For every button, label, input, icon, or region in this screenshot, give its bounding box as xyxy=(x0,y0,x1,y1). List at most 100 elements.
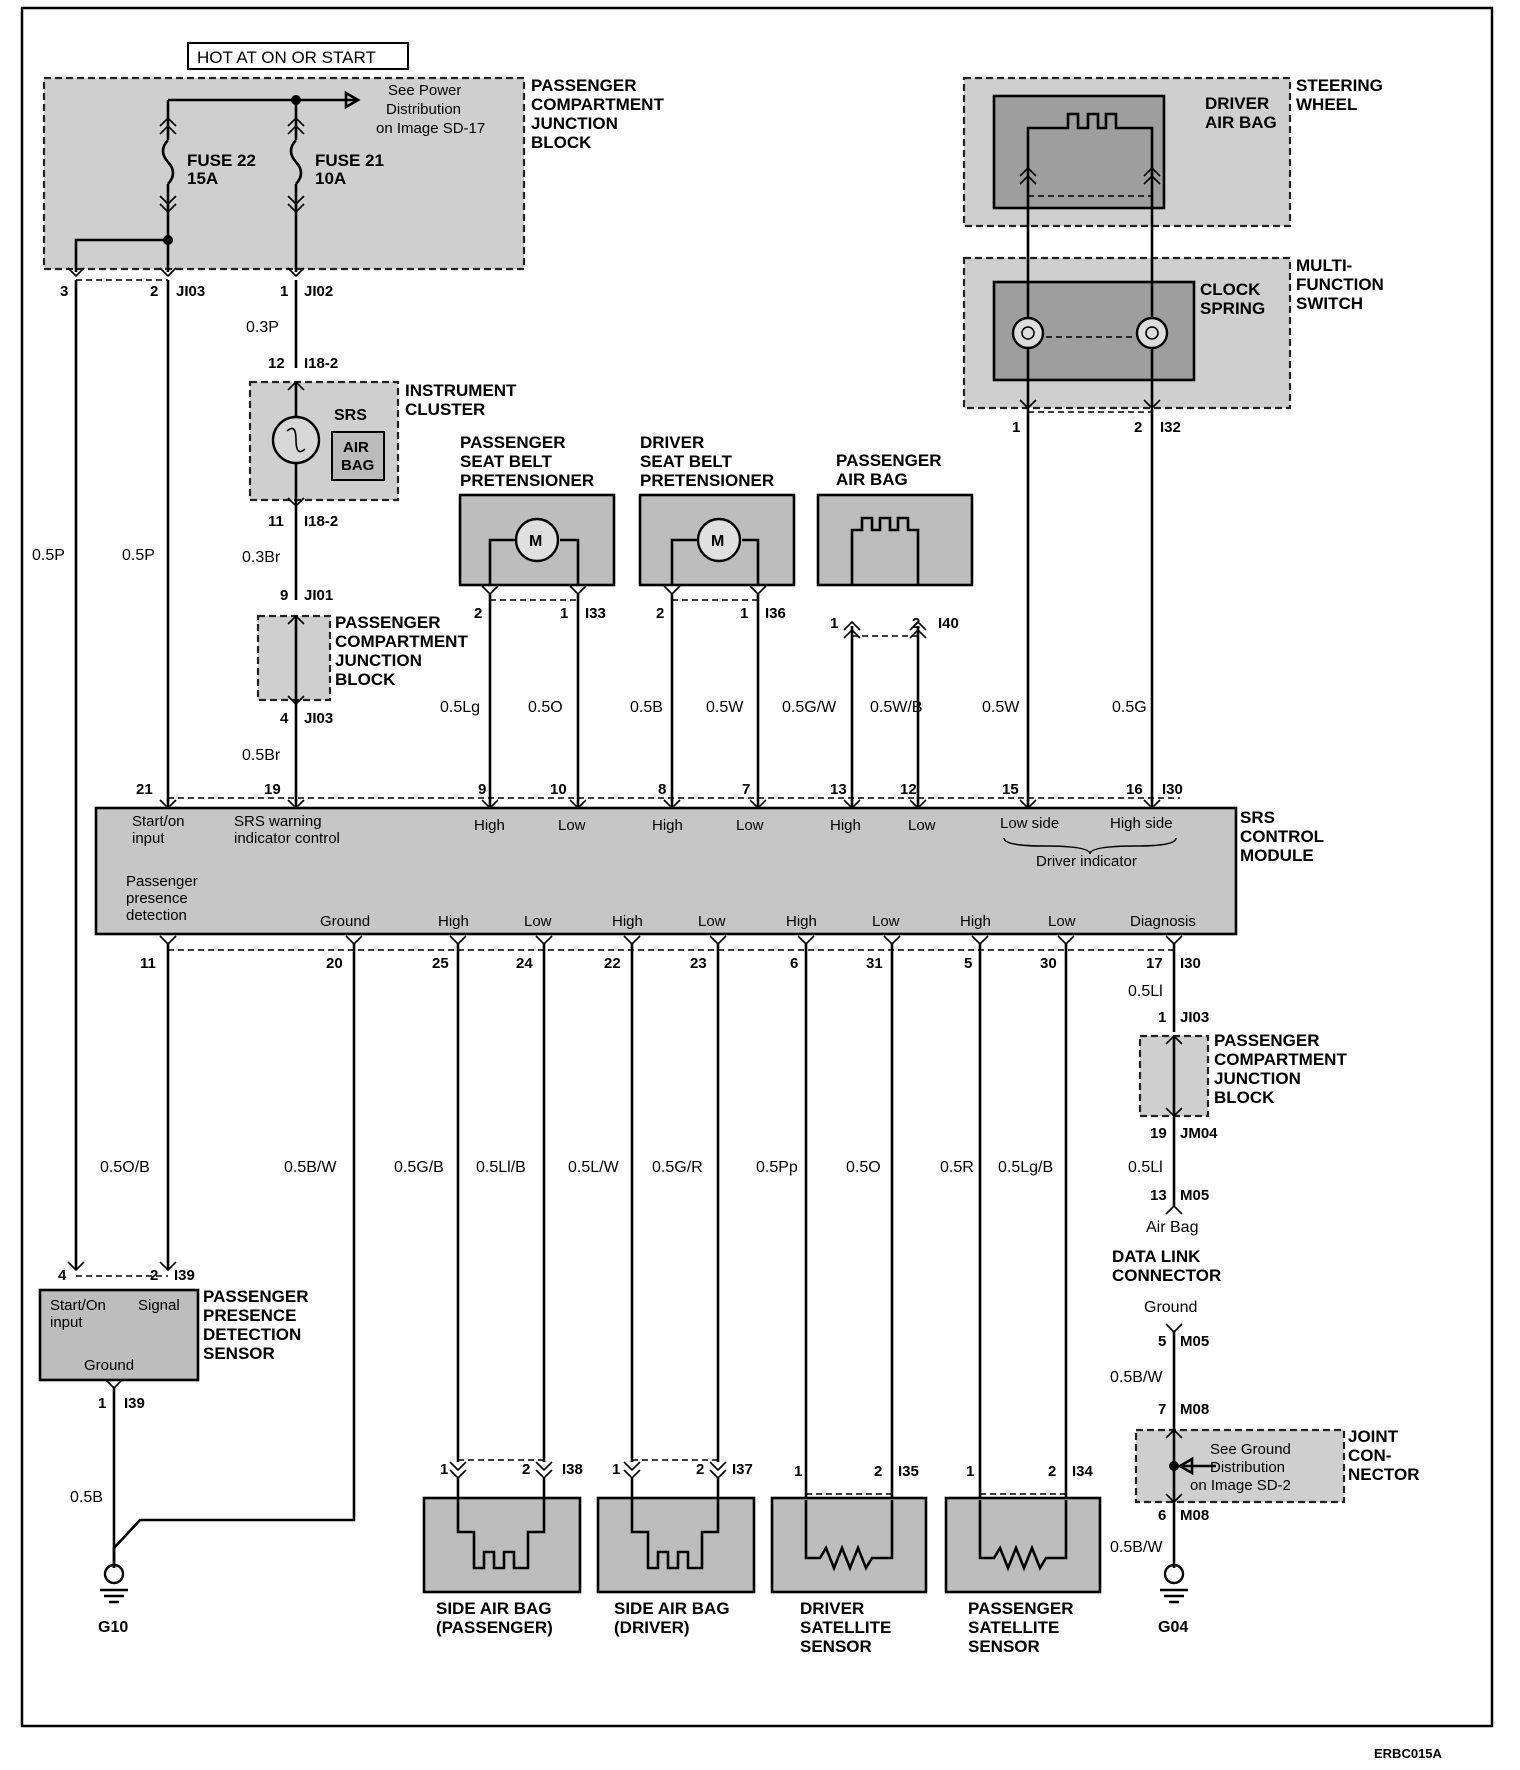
pcjb-mid-label: PASSENGER COMPARTMENT JUNCTION BLOCK xyxy=(335,613,468,689)
svg-text:7: 7 xyxy=(1158,1401,1166,1418)
svg-text:JI02: JI02 xyxy=(304,283,333,300)
cluster-label: INSTRUMENT CLUSTER xyxy=(405,381,517,419)
svg-text:See Power: See Power xyxy=(388,82,461,99)
svg-text:Ground: Ground xyxy=(1144,1299,1197,1316)
svg-text:SATELLITE: SATELLITE xyxy=(800,1618,891,1637)
svg-text:FUSE 21: FUSE 21 xyxy=(315,151,384,170)
svg-text:0.5G/B: 0.5G/B xyxy=(394,1159,444,1176)
svg-text:1: 1 xyxy=(966,1463,974,1480)
svg-text:1: 1 xyxy=(1012,419,1020,436)
svg-text:I18-2: I18-2 xyxy=(304,513,338,530)
svg-text:2: 2 xyxy=(874,1463,882,1480)
svg-text:Low side: Low side xyxy=(1000,815,1059,832)
clock-spring-icon xyxy=(1135,316,1169,350)
svg-text:DATA LINK: DATA LINK xyxy=(1112,1247,1201,1266)
svg-text:0.5Lg/B: 0.5Lg/B xyxy=(998,1159,1053,1176)
svg-text:I18-2: I18-2 xyxy=(304,355,338,372)
diagnosis-chain: 0.5Ll 1 JI03 PASSENGER COMPARTMENT JUNCT… xyxy=(1110,944,1419,1636)
pcjb-mid-block xyxy=(256,614,332,702)
svg-text:Diagnosis: Diagnosis xyxy=(1130,913,1196,930)
svg-text:CLOCK: CLOCK xyxy=(1200,280,1261,299)
page-border xyxy=(20,6,1494,1728)
svg-text:JM04: JM04 xyxy=(1180,1125,1218,1142)
svg-text:CONTROL: CONTROL xyxy=(1240,827,1324,846)
svg-text:SRS warning: SRS warning xyxy=(234,813,322,830)
svg-text:SIDE AIR BAG: SIDE AIR BAG xyxy=(614,1599,730,1618)
svg-text:20: 20 xyxy=(326,955,343,972)
resistor-icon xyxy=(804,1500,894,1572)
svg-text:Low: Low xyxy=(872,913,900,930)
svg-text:SEAT BELT: SEAT BELT xyxy=(460,452,553,471)
squib-icon xyxy=(630,1478,720,1570)
svg-text:NECTOR: NECTOR xyxy=(1348,1465,1419,1484)
fuse-22-symbol xyxy=(161,139,175,185)
svg-text:2: 2 xyxy=(696,1461,704,1478)
svg-text:6: 6 xyxy=(1158,1507,1166,1524)
svg-text:M05: M05 xyxy=(1180,1187,1209,1204)
pcjb-top-label: PASSENGER COMPARTMENT JUNCTION BLOCK xyxy=(531,76,664,152)
svg-text:23: 23 xyxy=(690,955,707,972)
svg-text:1: 1 xyxy=(280,283,288,300)
svg-text:SIDE AIR BAG: SIDE AIR BAG xyxy=(436,1599,552,1618)
svg-text:0.5O: 0.5O xyxy=(846,1159,881,1176)
svg-text:DRIVER: DRIVER xyxy=(1205,94,1269,113)
passenger-seat-belt-pretensioner: PASSENGER SEAT BELT PRETENSIONER M 2 1 I… xyxy=(440,433,616,808)
svg-text:High: High xyxy=(474,817,505,834)
svg-text:I35: I35 xyxy=(898,1463,919,1480)
svg-text:detection: detection xyxy=(126,907,187,924)
svg-text:16: 16 xyxy=(1126,781,1143,798)
svg-text:0.5O: 0.5O xyxy=(528,699,563,716)
svg-text:M08: M08 xyxy=(1180,1401,1209,1418)
driver-airbag-squib-icon xyxy=(1026,112,1154,170)
svg-text:2: 2 xyxy=(1134,419,1142,436)
svg-text:indicator control: indicator control xyxy=(234,830,340,847)
svg-text:2: 2 xyxy=(656,605,664,622)
svg-text:0.5G/R: 0.5G/R xyxy=(652,1159,703,1176)
svg-text:Low: Low xyxy=(524,913,552,930)
svg-text:PASSENGER: PASSENGER xyxy=(335,613,441,632)
svg-text:12: 12 xyxy=(900,781,917,798)
svg-text:PRETENSIONER: PRETENSIONER xyxy=(460,471,594,490)
svg-text:SENSOR: SENSOR xyxy=(800,1637,872,1656)
pcjb-mid-pins: 9 JI01 4 JI03 xyxy=(280,587,333,727)
svg-text:JUNCTION: JUNCTION xyxy=(531,114,618,133)
svg-text:COMPARTMENT: COMPARTMENT xyxy=(1214,1050,1347,1069)
pcjb-top-pins: 3 2 JI03 1 JI02 xyxy=(60,283,333,300)
svg-text:I30: I30 xyxy=(1162,781,1183,798)
svg-text:1: 1 xyxy=(560,605,568,622)
svg-text:9: 9 xyxy=(478,781,486,798)
svg-text:1: 1 xyxy=(1158,1009,1166,1026)
svg-text:I39: I39 xyxy=(124,1395,145,1412)
hot-label-box xyxy=(187,42,409,70)
svg-text:Start/on: Start/on xyxy=(132,813,185,830)
svg-text:input: input xyxy=(50,1314,83,1331)
hot-label: HOT AT ON OR START xyxy=(197,48,376,67)
svg-text:0.5W: 0.5W xyxy=(706,699,744,716)
svg-text:0.5L/W: 0.5L/W xyxy=(568,1159,620,1176)
svg-text:PASSENGER: PASSENGER xyxy=(203,1287,309,1306)
svg-text:I36: I36 xyxy=(765,605,786,622)
fuse-21-label: FUSE 21 10A xyxy=(315,151,384,188)
svg-text:0.5W/B: 0.5W/B xyxy=(870,699,922,716)
svg-text:SWITCH: SWITCH xyxy=(1296,294,1363,313)
svg-text:Distribution: Distribution xyxy=(1210,1459,1285,1476)
svg-text:PASSENGER: PASSENGER xyxy=(968,1599,1074,1618)
svg-text:FUSE 22: FUSE 22 xyxy=(187,151,256,170)
svg-text:CLUSTER: CLUSTER xyxy=(405,400,485,419)
svg-text:(PASSENGER): (PASSENGER) xyxy=(436,1618,553,1637)
svg-text:on Image SD-17: on Image SD-17 xyxy=(376,120,485,137)
svg-text:CON-: CON- xyxy=(1348,1446,1391,1465)
svg-text:I30: I30 xyxy=(1180,955,1201,972)
svg-text:I38: I38 xyxy=(562,1461,583,1478)
svg-text:on Image SD-2: on Image SD-2 xyxy=(1190,1477,1291,1494)
fuse-22-label: FUSE 22 15A xyxy=(187,151,256,188)
svg-text:High: High xyxy=(652,817,683,834)
svg-text:12: 12 xyxy=(268,355,285,372)
svg-text:JI01: JI01 xyxy=(304,587,333,604)
svg-text:BAG: BAG xyxy=(341,457,374,474)
svg-text:INSTRUMENT: INSTRUMENT xyxy=(405,381,517,400)
svg-text:30: 30 xyxy=(1040,955,1057,972)
passenger-air-bag: PASSENGER AIR BAG 1 2 I40 0.5G/W 0.5W/B xyxy=(782,451,974,808)
svg-text:0.5Ll: 0.5Ll xyxy=(1128,1159,1163,1176)
svg-text:15A: 15A xyxy=(187,169,218,188)
